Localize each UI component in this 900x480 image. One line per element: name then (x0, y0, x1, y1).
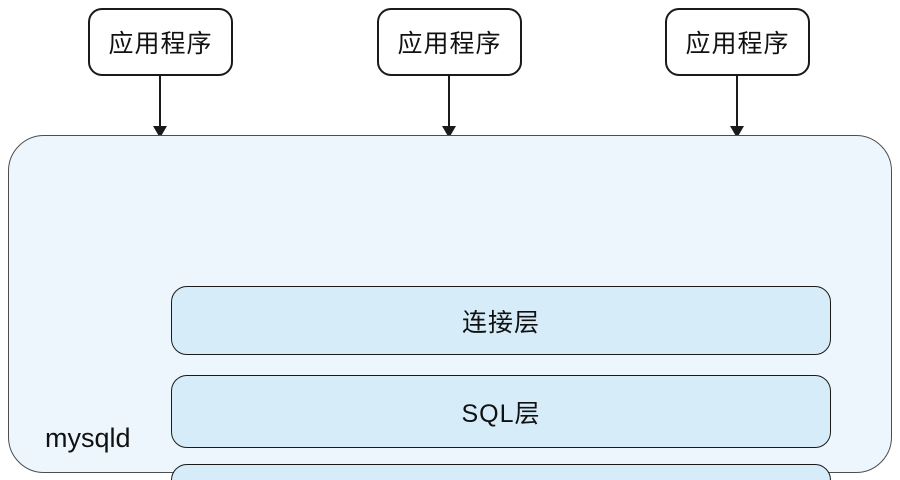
app-box-2: 应用程序 (377, 8, 522, 76)
arrow-shaft (159, 76, 161, 128)
mysqld-label: mysqld (45, 423, 131, 453)
layer-label: 连接层 (461, 308, 540, 337)
arrow-down-icon (730, 76, 744, 138)
layer-sql: SQL层 (171, 375, 831, 448)
layer-connection: 连接层 (171, 286, 831, 355)
mysqld-container: mysqld 连接层 SQL层 存储引擎层 磁盘 内存 网络 (8, 135, 892, 480)
arrow-shaft (736, 76, 738, 128)
app-box-3: 应用程序 (665, 8, 810, 76)
app-box-label: 应用程序 (108, 30, 213, 58)
arrow-down-icon (442, 76, 456, 138)
app-box-label: 应用程序 (397, 30, 502, 58)
layer-storage-engine: 存储引擎层 磁盘 内存 网络 (171, 464, 831, 480)
arrow-shaft (448, 76, 450, 128)
app-box-label: 应用程序 (685, 30, 790, 58)
arrow-down-icon (153, 76, 167, 138)
layer-label: SQL层 (461, 399, 541, 428)
app-box-1: 应用程序 (88, 8, 233, 76)
